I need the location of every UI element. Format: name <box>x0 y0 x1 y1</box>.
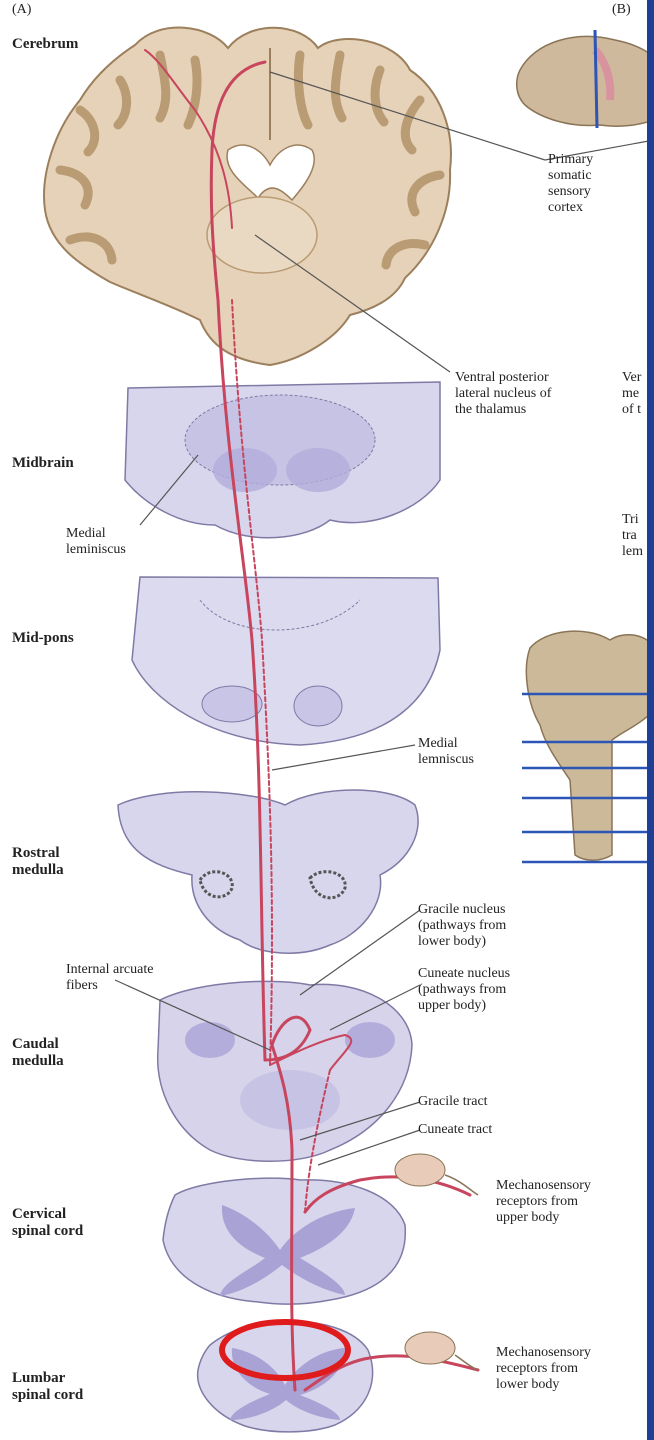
label-mech-upper: Mechanosensory receptors from upper body <box>496 1178 591 1226</box>
rostral-medulla-outline <box>118 790 418 953</box>
panel-b-edge <box>647 0 654 1440</box>
midbrain-section <box>125 382 440 538</box>
drg-upper <box>395 1154 478 1195</box>
label-internal-arcuate: Internal arcuate fibers <box>66 962 153 994</box>
label-panel-b-trigeminal-cropped: Tri tra lem <box>622 512 643 560</box>
label-medial-lemniscus-pons: Medial lemniscus <box>418 736 474 768</box>
midpons-outline <box>132 577 440 745</box>
label-gracile-nucleus: Gracile nucleus (pathways from lower bod… <box>418 902 506 950</box>
panel-b-brainstem <box>522 631 654 862</box>
level-midbrain: Midbrain <box>12 455 74 472</box>
panel-a-label: (A) <box>12 2 31 18</box>
level-cervical: Cervical spinal cord <box>12 1206 83 1240</box>
thalamus <box>207 197 317 273</box>
label-cuneate-tract: Cuneate tract <box>418 1122 492 1138</box>
level-caudal-medulla: Caudal medulla <box>12 1036 64 1070</box>
cerebrum-section <box>44 28 451 365</box>
label-gracile-tract: Gracile tract <box>418 1094 488 1110</box>
label-vpl: Ventral posterior lateral nucleus of the… <box>455 370 551 418</box>
caudal-grey-left <box>185 1022 235 1058</box>
level-midpons: Mid-pons <box>12 630 74 647</box>
label-panel-b-thalamus-cropped: Ver me of t <box>622 370 641 418</box>
section-cut-line <box>595 30 597 128</box>
panel-b-label: (B) <box>612 2 631 18</box>
midpons-section <box>132 577 440 745</box>
cervical-cord-section <box>163 1178 405 1304</box>
label-mech-lower: Mechanosensory receptors from lower body <box>496 1345 591 1393</box>
label-cuneate-nucleus: Cuneate nucleus (pathways from upper bod… <box>418 966 510 1014</box>
red-nucleus-right <box>286 448 350 492</box>
drg-lower <box>405 1332 478 1370</box>
label-medial-lemniscus-midbrain: Medial leminiscus <box>66 526 126 558</box>
level-lumbar: Lumbar spinal cord <box>12 1370 83 1404</box>
lateral-brain-icon <box>517 37 654 127</box>
pons-nucleus-right <box>294 686 342 726</box>
rostral-medulla-section <box>118 790 418 953</box>
label-primary-cortex: Primary somatic sensory cortex <box>548 152 593 216</box>
level-rostral-medulla: Rostral medulla <box>12 845 64 879</box>
caudal-grey-right <box>345 1022 395 1058</box>
cervical-cord-outline <box>163 1178 405 1304</box>
panel-b-brain <box>517 30 654 128</box>
pons-nucleus-left <box>202 686 262 722</box>
cerebrum-outline <box>44 28 451 365</box>
brainstem-icon <box>526 631 654 860</box>
level-cerebrum: Cerebrum <box>12 36 78 53</box>
